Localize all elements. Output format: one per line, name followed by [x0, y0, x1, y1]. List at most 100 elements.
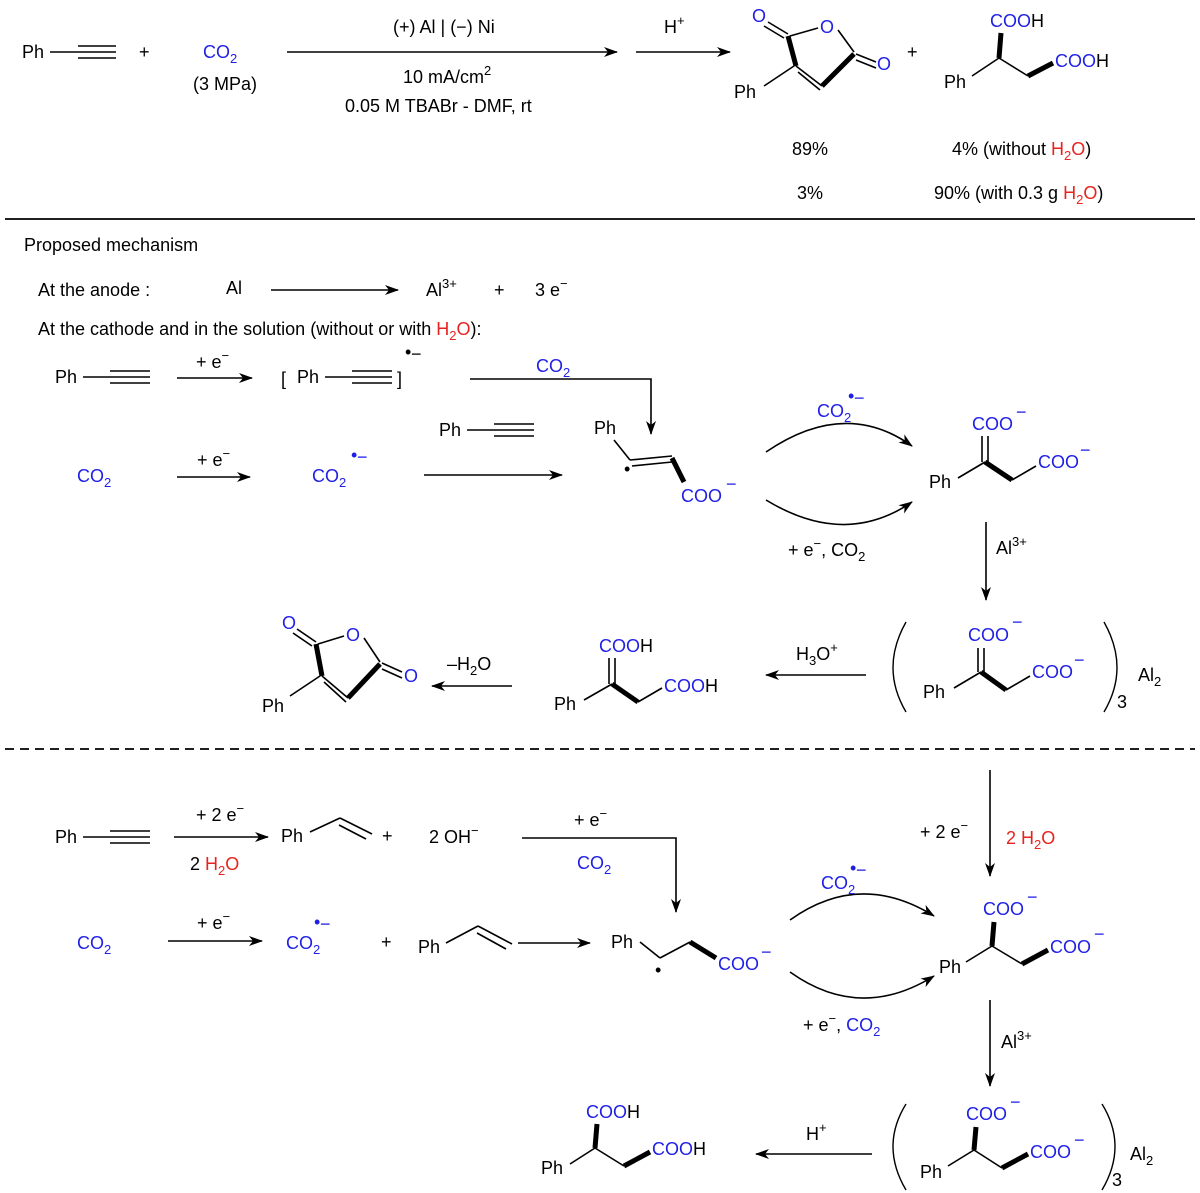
svg-text:COO: COO	[1050, 937, 1091, 957]
svg-text:[: [	[281, 369, 286, 389]
svg-text:O: O	[752, 6, 766, 26]
svg-text:COO: COO	[972, 414, 1013, 434]
acid-workup-label: H+	[664, 13, 685, 37]
svg-text:•: •	[314, 912, 320, 932]
svg-text:Ph: Ph	[920, 1162, 942, 1182]
aluminum-maleate-salt: COO − COO − Ph 3 Al2	[892, 612, 1161, 713]
water-mechanism-section: Ph + 2 e− 2 H2O Ph + 2 OH− + e− CO2 CO2 …	[55, 770, 1153, 1191]
aluminum-succinate-salt: COO − COO − Ph 3 Al2	[892, 1092, 1153, 1191]
svg-text:–H2O: –H2O	[447, 654, 491, 678]
svg-text:−: −	[411, 344, 422, 364]
svg-text:Ph: Ph	[939, 957, 961, 977]
svg-text:H+: H+	[806, 1120, 827, 1144]
svg-text:Ph: Ph	[594, 418, 616, 438]
svg-text:O: O	[820, 17, 834, 37]
svg-text:+ e−: + e−	[197, 446, 230, 470]
svg-text:COO: COO	[1038, 452, 1079, 472]
svg-text:•: •	[405, 342, 411, 362]
electron-gain-label: + e−	[196, 348, 229, 372]
cathode-label: At the cathode and in the solution (with…	[38, 319, 482, 343]
anode-label: At the anode :	[38, 280, 150, 300]
phenylsuccinic-acid-product: COOH COOH Ph	[944, 11, 1109, 92]
svg-text:H3O+: H3O+	[796, 640, 838, 668]
aluminum-ion: Al3+	[426, 276, 457, 300]
co2-addition-arrow	[470, 378, 656, 435]
svg-text:3: 3	[1112, 1170, 1122, 1190]
svg-text:Al2: Al2	[1130, 1144, 1153, 1168]
svg-text:•: •	[848, 386, 854, 406]
svg-text:−: −	[1094, 924, 1105, 944]
svg-text:CO2: CO2	[817, 401, 851, 425]
co2-label: CO2	[536, 356, 570, 380]
svg-text:CO2: CO2	[286, 933, 320, 957]
svg-text:+: +	[381, 932, 392, 952]
svg-text:CO2: CO2	[77, 466, 111, 490]
svg-text:COO: COO	[718, 954, 759, 974]
top-reaction: Ph + CO2 (3 MPa) (+) Al | (−) Ni 10 mA/c…	[22, 6, 1109, 207]
svg-text:COO: COO	[968, 625, 1009, 645]
svg-text:COOH: COOH	[599, 636, 653, 656]
aluminum-metal: Al	[226, 278, 242, 298]
svg-text:−: −	[856, 860, 867, 880]
svg-text:]: ]	[397, 369, 402, 389]
svg-text:CO2: CO2	[821, 873, 855, 897]
svg-text:Ph: Ph	[923, 682, 945, 702]
svg-text:−: −	[1010, 1092, 1021, 1112]
svg-text:COO: COO	[1032, 662, 1073, 682]
phenylmaleic-acid: COOH COOH Ph	[554, 636, 718, 714]
svg-text:−: −	[1074, 650, 1085, 670]
svg-text:Al3+: Al3+	[1001, 1028, 1032, 1052]
phenylsuccinic-acid: COOH COOH Ph	[541, 1102, 706, 1178]
svg-text:COO: COO	[681, 486, 722, 506]
svg-text:−: −	[320, 914, 331, 934]
co2-radical-anion: CO2	[312, 466, 346, 490]
alkyne-triple-bond	[50, 45, 116, 59]
electron-co2-curved-arrow	[765, 499, 913, 526]
svg-text:Ph: Ph	[611, 932, 633, 952]
acid-yield-wet: 90% (with 0.3 g H2O)	[934, 183, 1103, 207]
svg-text:Al2: Al2	[1138, 665, 1161, 689]
svg-text:O: O	[877, 54, 891, 74]
acid-yield-dry: 4% (without H2O)	[952, 139, 1091, 163]
svg-text:−: −	[1012, 612, 1023, 632]
svg-text:+ e−: + e−	[574, 806, 607, 830]
svg-text:Ph: Ph	[554, 694, 576, 714]
current-density: 10 mA/cm2	[403, 63, 491, 87]
styrene: Ph	[281, 817, 373, 846]
svg-text:•: •	[655, 960, 661, 980]
vinyl-radical-carboxylate: Ph • COO −	[594, 418, 737, 506]
alkyne-triple-bond	[83, 830, 150, 844]
svg-text:+ e−: + e−	[197, 909, 230, 933]
phenylmaleic-anhydride: O O O Ph	[262, 613, 418, 716]
co2-radical-curved-arrow	[765, 422, 913, 453]
svg-text:3: 3	[1117, 692, 1127, 712]
anhydride-yield-dry: 89%	[792, 139, 828, 159]
svg-text:−: −	[1080, 440, 1091, 460]
svg-text:•: •	[351, 445, 357, 465]
svg-text:COOH: COOH	[990, 11, 1044, 31]
phenylmaleate-dianion: COO − COO − Ph	[929, 402, 1091, 492]
svg-text:+ e−, CO2: + e−, CO2	[788, 536, 865, 564]
co2-pressure: (3 MPa)	[193, 74, 257, 94]
svg-text:O: O	[282, 613, 296, 633]
svg-text:COOH: COOH	[586, 1102, 640, 1122]
svg-text:−: −	[357, 447, 368, 467]
svg-text:Ph: Ph	[439, 420, 461, 440]
plus-sign: +	[907, 42, 918, 62]
svg-text:Ph: Ph	[297, 367, 319, 387]
mechanism-section: Proposed mechanism At the anode : Al Al3…	[24, 235, 1161, 716]
svg-text:•: •	[850, 858, 856, 878]
svg-text:−: −	[761, 942, 772, 962]
svg-text:O: O	[404, 666, 418, 686]
svg-text:+ 2 e−: + 2 e−	[196, 801, 244, 825]
svg-text:−: −	[726, 474, 737, 494]
plus-sign: +	[494, 280, 505, 300]
svg-text:O: O	[346, 625, 360, 645]
svg-text:COOH: COOH	[664, 676, 718, 696]
svg-text:Al3+: Al3+	[996, 534, 1027, 558]
svg-text:Ph: Ph	[55, 367, 77, 387]
electrolyte-conditions: 0.05 M TBABr - DMF, rt	[345, 96, 532, 116]
svg-text:+: +	[382, 826, 393, 846]
svg-text:+ e−, CO2: + e−, CO2	[803, 1011, 880, 1039]
